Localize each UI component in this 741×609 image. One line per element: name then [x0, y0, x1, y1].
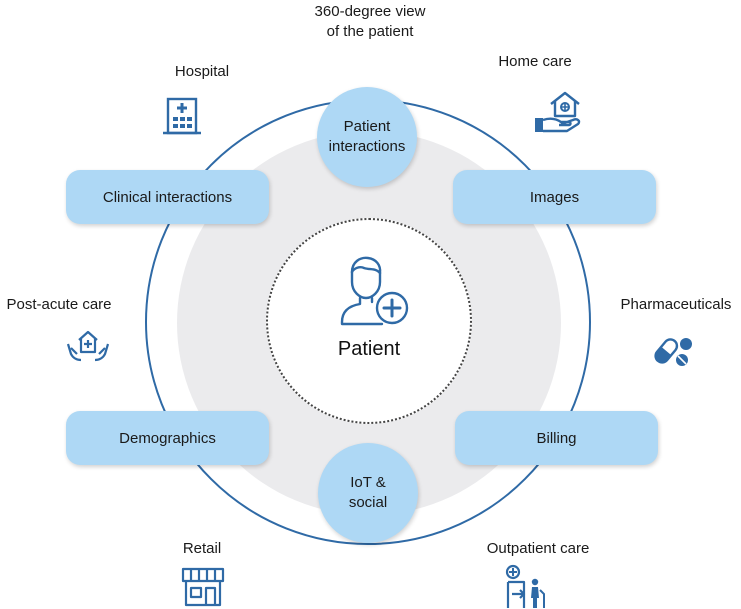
diagram-caption: 360-degree view of the patient	[270, 2, 470, 42]
patient-center-circle	[266, 218, 472, 424]
billing-node: Billing	[455, 411, 658, 465]
caption-line-1: 360-degree view	[314, 3, 426, 20]
pills-icon	[652, 330, 698, 370]
retail-label: Retail	[182, 540, 222, 557]
images-node: Images	[453, 170, 656, 224]
post-acute-care-icon	[65, 326, 111, 362]
outpatient-care-label: Outpatient care	[486, 540, 590, 557]
clinical-interactions-node: Clinical interactions	[66, 170, 269, 224]
patient-icon	[334, 254, 414, 329]
patient-interactions-line-2: interactions	[328, 138, 406, 155]
patient-interactions-node: Patient interactions	[317, 87, 417, 187]
iot-social-line-2: social	[348, 494, 388, 511]
home-care-icon	[533, 88, 585, 134]
outpatient-icon	[502, 564, 548, 608]
storefront-icon	[180, 565, 226, 607]
caption-line-2: of the patient	[326, 23, 414, 40]
patient-interactions-line-1: Patient	[343, 118, 391, 135]
demographics-node: Demographics	[66, 411, 269, 465]
iot-social-line-1: IoT &	[350, 474, 386, 491]
post-acute-care-label: Post-acute care	[6, 296, 112, 313]
hospital-label: Hospital	[174, 63, 230, 80]
home-care-label: Home care	[498, 53, 572, 70]
patient-label: Patient	[337, 338, 401, 360]
iot-social-node: IoT & social	[318, 443, 418, 543]
pharmaceuticals-label: Pharmaceuticals	[620, 296, 732, 313]
hospital-icon	[160, 95, 204, 139]
